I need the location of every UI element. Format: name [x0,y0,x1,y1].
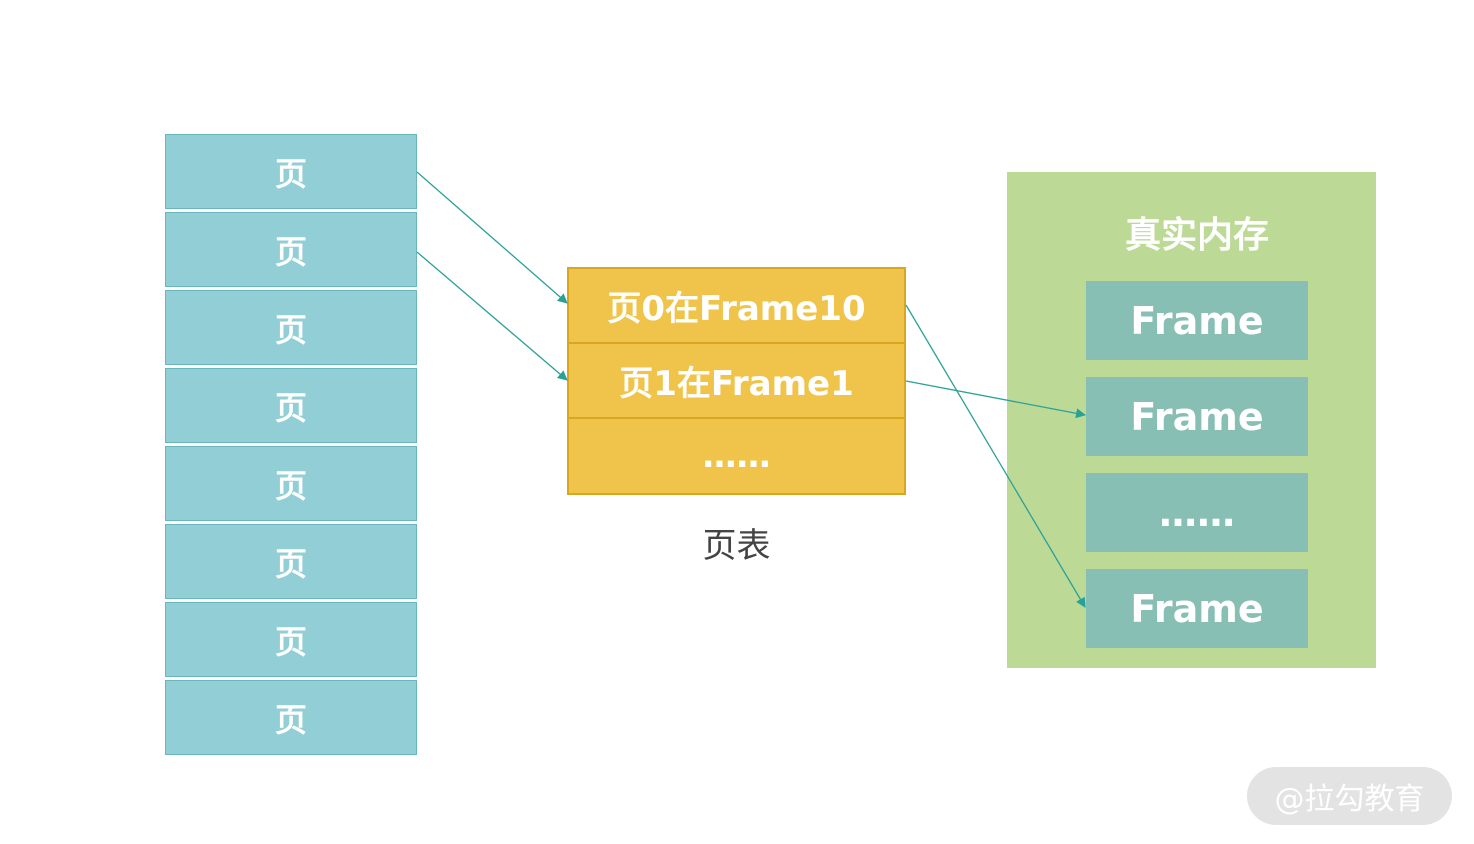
virtual-page: 页 [165,602,417,677]
virtual-pages-column: 页 页 页 页 页 页 页 页 [165,134,417,758]
arrow-page0-to-table [416,171,568,304]
page-table-row: 页0在Frame10 [569,269,904,344]
virtual-page: 页 [165,368,417,443]
memory-frame: Frame [1086,569,1308,648]
virtual-page: 页 [165,134,417,209]
virtual-page: 页 [165,524,417,599]
virtual-page: 页 [165,212,417,287]
page-table-row: …… [702,436,771,476]
page-table-row: 页1在Frame1 [569,344,904,419]
arrow-page1-to-table [416,251,568,381]
virtual-page: 页 [165,680,417,755]
memory-frame: Frame [1086,377,1308,456]
memory-frame: …… [1086,473,1308,552]
real-memory-block: 真实内存 Frame Frame …… Frame [1007,172,1376,668]
page-table-caption: 页表 [702,526,771,566]
virtual-page: 页 [165,446,417,521]
page-table: 页0在Frame10 页1在Frame1 …… [567,267,906,495]
memory-frame: Frame [1086,281,1308,360]
watermark: @拉勾教育 [1247,767,1452,825]
virtual-page: 页 [165,290,417,365]
real-memory-title: 真实内存 [1124,215,1269,256]
